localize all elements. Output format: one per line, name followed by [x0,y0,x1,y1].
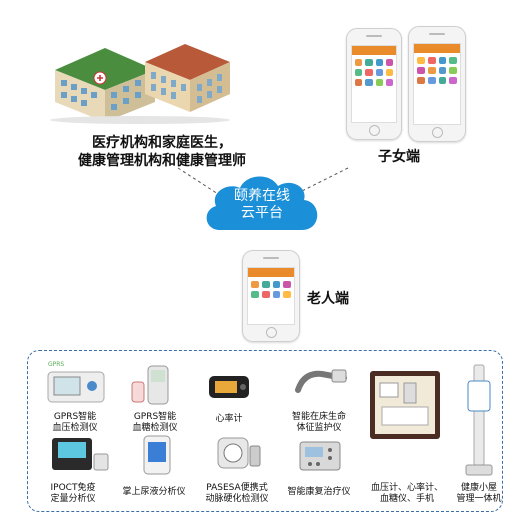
devices-panel [27,350,503,512]
device-label-1: GPRS智能血压检测仪 [52,412,98,433]
device-label-8: 掌上尿液分析仪 [122,487,186,497]
cloud-line1: 颐养在线 [234,188,290,204]
health-cabin-image [462,361,496,481]
connector-lines [177,167,349,195]
device-label-9: PASESA便携式动脉硬化检测仪 [205,483,269,504]
heart-rate-meter-image [205,372,253,402]
device-label-7: IPOCT免疫定量分析仪 [50,483,96,504]
svg-text:GPRS: GPRS [48,361,64,368]
elder-label: 老人端 [307,291,349,307]
glucose-meter-image [126,356,186,410]
children-label: 子女端 [378,149,420,165]
device-kit-image [368,369,442,441]
device-label-10: 智能康复治疗仪 [287,487,351,497]
cloud-line2: 云平台 [241,205,283,221]
ipoct-analyzer-image [48,432,110,476]
hospital-label-line1: 医疗机构和家庭医生， [92,135,232,151]
device-label-3: 心率计 [215,414,243,424]
device-label-6: 健康小屋管理一体机 [456,483,502,504]
bp-monitor-image: GPRS [44,356,110,410]
elder-phone [242,250,300,342]
connector-hospital-cloud [177,167,219,195]
connector-children-cloud [299,167,349,193]
bed-monitor-image [294,364,350,400]
hospital-label-line2: 健康管理机构和健康管理师 [78,153,246,169]
device-label-4: 智能在床生命体征监护仪 [291,412,346,433]
cloud-platform: 颐养在线 云平台 [200,168,324,240]
hospital-buildings-illustration [45,30,235,125]
hospital-label: 医疗机构和家庭医生， 健康管理机构和健康管理师 [62,134,262,170]
children-phone-right [408,26,466,142]
device-label-2: GPRS智能血糖检测仪 [132,412,178,433]
device-label-5: 血压计、心率计、血糖仪、手机 [370,483,443,504]
arteriosclerosis-detector-image [214,432,264,476]
urine-analyzer-image [140,434,174,476]
children-phone-left [346,28,402,140]
rehab-therapy-device-image [296,436,344,474]
